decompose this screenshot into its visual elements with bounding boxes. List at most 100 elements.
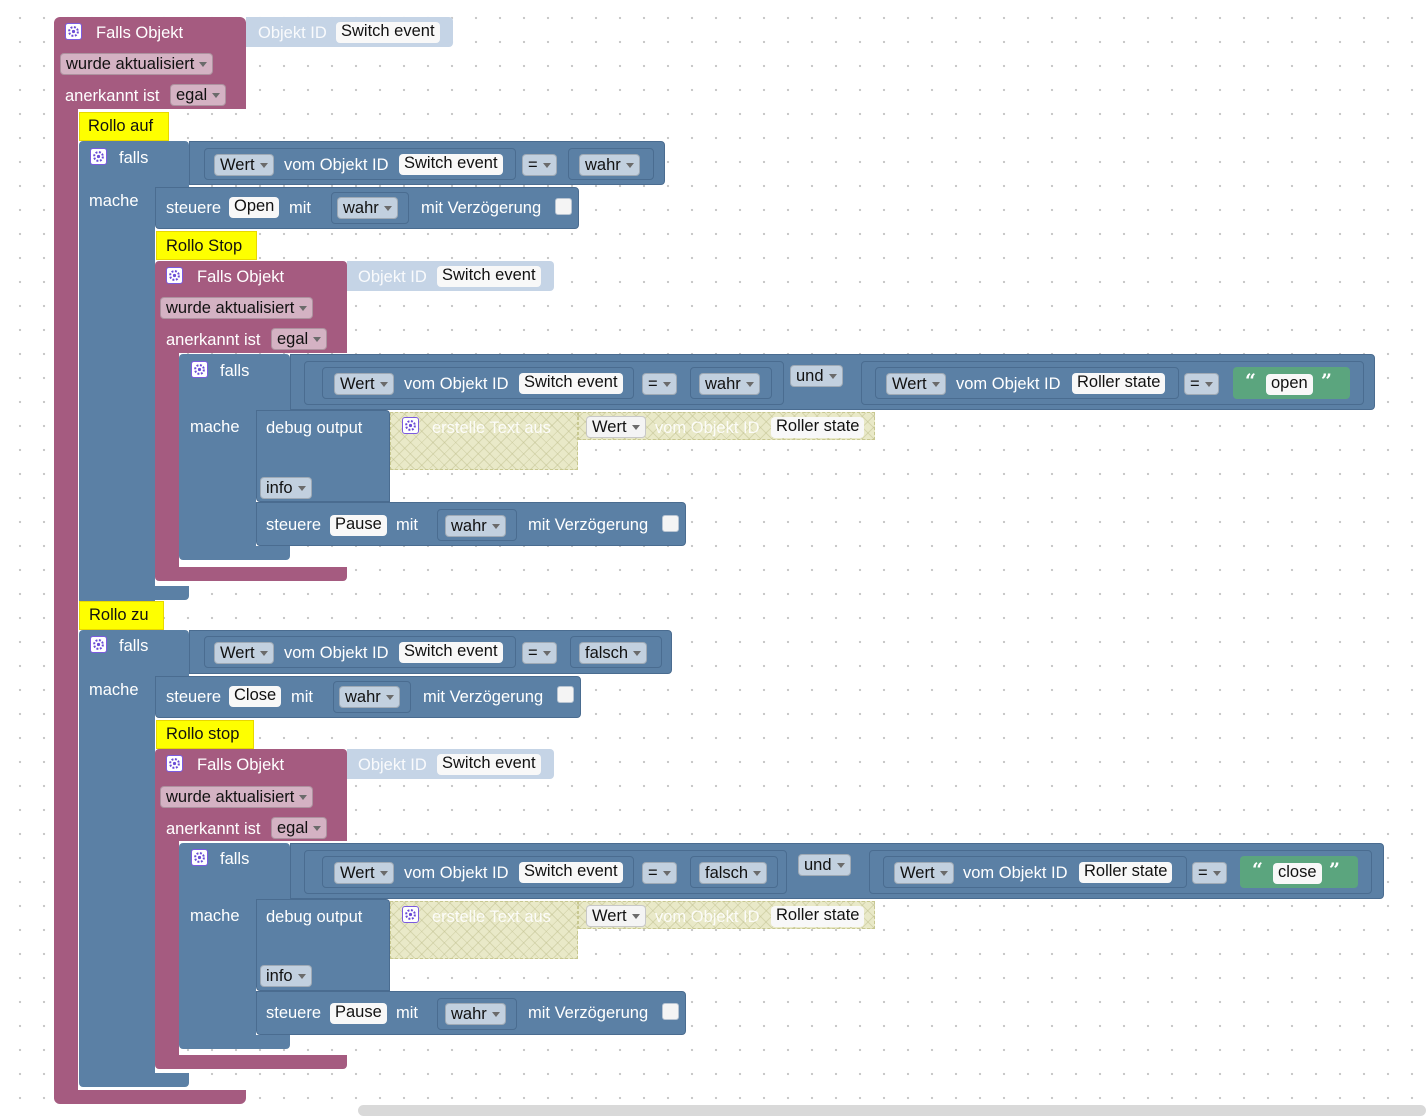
create-text-block[interactable] <box>390 901 578 959</box>
comment-rollo-auf[interactable] <box>79 112 169 141</box>
event-select[interactable]: wurde aktualisiert <box>160 297 314 319</box>
value-select[interactable]: Wert <box>334 373 394 395</box>
workspace-scrollbar[interactable] <box>358 1105 1426 1116</box>
chevron-down-icon <box>299 306 308 311</box>
trigger-block-auf-stop-footer <box>155 567 347 581</box>
chevron-down-icon <box>1212 871 1221 876</box>
object-id-value[interactable]: Switch event <box>437 754 541 775</box>
operator-select[interactable]: = <box>642 862 677 884</box>
object-id-value[interactable]: Switch event <box>336 22 440 43</box>
object-value[interactable]: Switch event <box>519 373 623 394</box>
value-select[interactable]: Wert <box>894 862 954 884</box>
boolean-select[interactable]: falsch <box>579 642 648 664</box>
ack-select[interactable]: egal <box>170 84 227 106</box>
object-value[interactable]: Switch event <box>399 642 503 663</box>
object-id-label: Objekt ID <box>358 268 427 286</box>
value-select[interactable]: Wert <box>214 154 274 176</box>
chevron-down-icon <box>1204 382 1213 387</box>
delay-label: mit Verzögerung <box>421 199 542 217</box>
delay-checkbox[interactable] <box>662 515 679 532</box>
object-value[interactable]: Switch event <box>399 154 503 175</box>
chevron-down-icon <box>631 425 640 430</box>
chevron-down-icon <box>212 93 221 98</box>
object-value[interactable]: Switch event <box>519 862 623 883</box>
vom-objekt-label: vom Objekt ID <box>284 156 389 174</box>
level-select[interactable]: info <box>260 965 312 987</box>
value-select[interactable]: Wert <box>334 862 394 884</box>
ack-label: anerkannt ist <box>65 87 160 105</box>
gear-icon[interactable] <box>191 849 208 866</box>
chevron-down-icon <box>297 486 306 491</box>
gear-icon[interactable] <box>402 906 419 923</box>
gear-icon[interactable] <box>166 755 183 772</box>
mache-label: mache <box>89 681 139 699</box>
chevron-down-icon <box>313 337 322 342</box>
mache-label: mache <box>190 418 240 436</box>
chevron-down-icon <box>625 163 634 168</box>
vom-objekt-label: vom Objekt ID <box>956 375 1061 393</box>
event-select[interactable]: wurde aktualisiert <box>60 53 214 75</box>
control-target[interactable]: Open <box>229 197 280 218</box>
delay-label: mit Verzögerung <box>423 688 544 706</box>
object-value[interactable]: Roller state <box>1079 862 1173 883</box>
gear-icon[interactable] <box>90 636 107 653</box>
text-literal-value[interactable]: close <box>1273 863 1322 884</box>
open-quote-icon: “ <box>1252 859 1263 881</box>
boolean-select[interactable]: wahr <box>337 197 398 219</box>
comment-text: Rollo auf <box>88 117 154 135</box>
operator-select[interactable]: = <box>642 373 677 395</box>
boolean-select[interactable]: wahr <box>445 1003 506 1025</box>
operator-select[interactable]: = <box>1192 862 1227 884</box>
comment-rollo-stop-2[interactable] <box>156 720 254 749</box>
chevron-down-icon <box>297 974 306 979</box>
level-select[interactable]: info <box>260 477 312 499</box>
boolean-select[interactable]: wahr <box>699 373 760 395</box>
gear-icon[interactable] <box>90 148 107 165</box>
chevron-down-icon <box>379 382 388 387</box>
and-select[interactable]: und <box>798 854 851 876</box>
comment-rollo-stop[interactable] <box>156 231 257 260</box>
and-select[interactable]: und <box>790 365 843 387</box>
operator-select[interactable]: = <box>522 642 557 664</box>
ack-select[interactable]: egal <box>271 817 328 839</box>
chevron-down-icon <box>662 871 671 876</box>
chevron-down-icon <box>631 914 640 919</box>
control-target[interactable]: Pause <box>330 515 387 536</box>
boolean-select[interactable]: wahr <box>579 154 640 176</box>
boolean-select[interactable]: falsch <box>699 862 768 884</box>
operator-select[interactable]: = <box>522 154 557 176</box>
mache-label: mache <box>190 907 240 925</box>
value-select[interactable]: Wert <box>586 905 646 927</box>
chevron-down-icon <box>753 871 762 876</box>
text-literal-value[interactable]: open <box>1266 374 1313 395</box>
object-id-value[interactable]: Switch event <box>437 266 541 287</box>
delay-checkbox[interactable] <box>557 686 574 703</box>
vom-objekt-label: vom Objekt ID <box>655 419 760 437</box>
close-quote-icon: ” <box>1321 370 1332 392</box>
operator-select[interactable]: = <box>1184 373 1219 395</box>
delay-checkbox[interactable] <box>555 198 572 215</box>
gear-icon[interactable] <box>191 361 208 378</box>
gear-icon[interactable] <box>65 23 82 40</box>
control-target[interactable]: Close <box>229 686 282 707</box>
object-value[interactable]: Roller state <box>771 417 865 438</box>
boolean-select[interactable]: wahr <box>339 686 400 708</box>
create-text-block[interactable] <box>390 412 578 470</box>
delay-checkbox[interactable] <box>662 1003 679 1020</box>
value-select[interactable]: Wert <box>886 373 946 395</box>
mit-label: mit <box>396 516 418 534</box>
gear-icon[interactable] <box>166 267 183 284</box>
comment-rollo-zu[interactable] <box>79 601 164 630</box>
falls-objekt-label: Falls Objekt <box>197 756 285 774</box>
value-select[interactable]: Wert <box>214 642 274 664</box>
event-select[interactable]: wurde aktualisiert <box>160 786 314 808</box>
value-select[interactable]: Wert <box>586 416 646 438</box>
object-value[interactable]: Roller state <box>771 906 865 927</box>
gear-icon[interactable] <box>402 417 419 434</box>
object-value[interactable]: Roller state <box>1072 373 1166 394</box>
control-target[interactable]: Pause <box>330 1003 387 1024</box>
delay-label: mit Verzögerung <box>528 1004 649 1022</box>
ack-select[interactable]: egal <box>271 328 328 350</box>
boolean-select[interactable]: wahr <box>445 515 506 537</box>
close-quote-icon: ” <box>1329 859 1340 881</box>
